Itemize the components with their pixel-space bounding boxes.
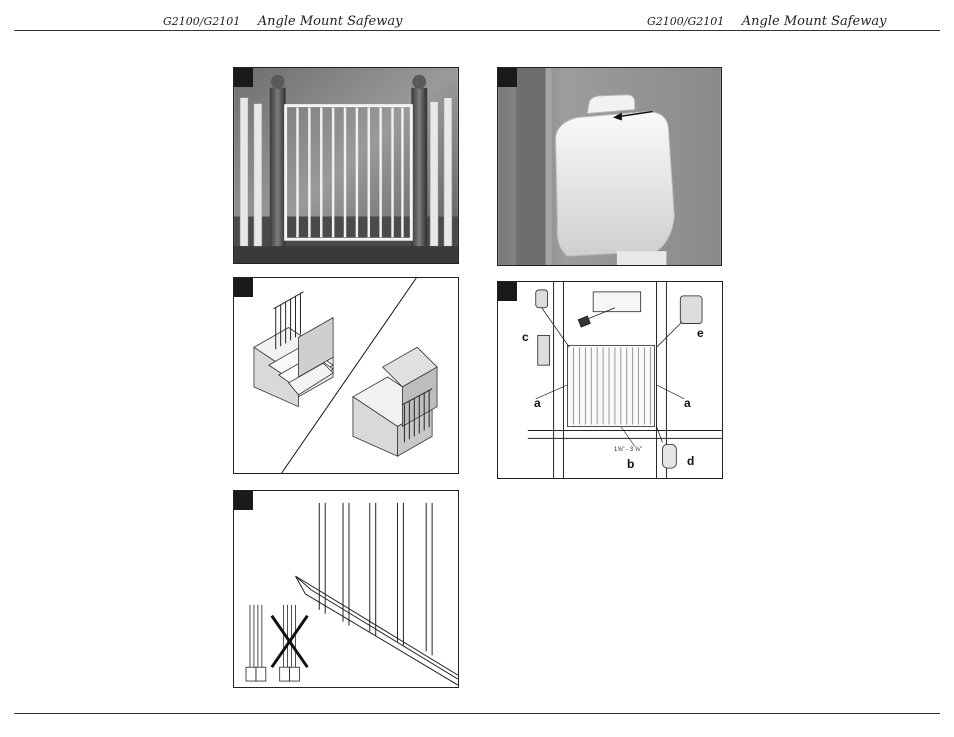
figure-bar-spacing — [233, 490, 459, 688]
install-diagram-illustration — [498, 282, 722, 478]
header-title: Angle Mount Safeway — [742, 14, 887, 29]
figure-install-diagram: c e a a 1⅝" - 3 ⅝" b d — [497, 281, 723, 479]
gate-photo-illustration — [234, 68, 458, 263]
label-c: c — [522, 330, 529, 344]
header-title: Angle Mount Safeway — [258, 14, 403, 29]
label-a-left: a — [534, 396, 541, 410]
step-badge — [234, 278, 253, 297]
figure-latch-closeup — [497, 67, 722, 266]
measurement-range: 1⅝" - 3 ⅝" — [614, 447, 642, 453]
step-badge — [498, 68, 517, 87]
figure-stair-placement — [233, 277, 459, 474]
label-b: b — [627, 457, 634, 471]
header-rule — [14, 30, 940, 31]
latch-closeup-illustration — [498, 68, 721, 265]
step-badge — [234, 68, 253, 87]
bar-spacing-illustration — [234, 491, 458, 687]
label-a-right: a — [684, 396, 691, 410]
stair-placement-illustration — [234, 278, 458, 473]
header-left: G2100/G2101 Angle Mount Safeway — [163, 14, 402, 29]
label-d: d — [687, 454, 694, 468]
label-e: e — [697, 326, 704, 340]
figure-gate-photo — [233, 67, 459, 264]
step-badge — [498, 282, 517, 301]
header-right: G2100/G2101 Angle Mount Safeway — [647, 14, 886, 29]
header-model: G2100/G2101 — [163, 15, 240, 28]
footer-rule — [14, 713, 940, 714]
header-model: G2100/G2101 — [647, 15, 724, 28]
step-badge — [234, 491, 253, 510]
